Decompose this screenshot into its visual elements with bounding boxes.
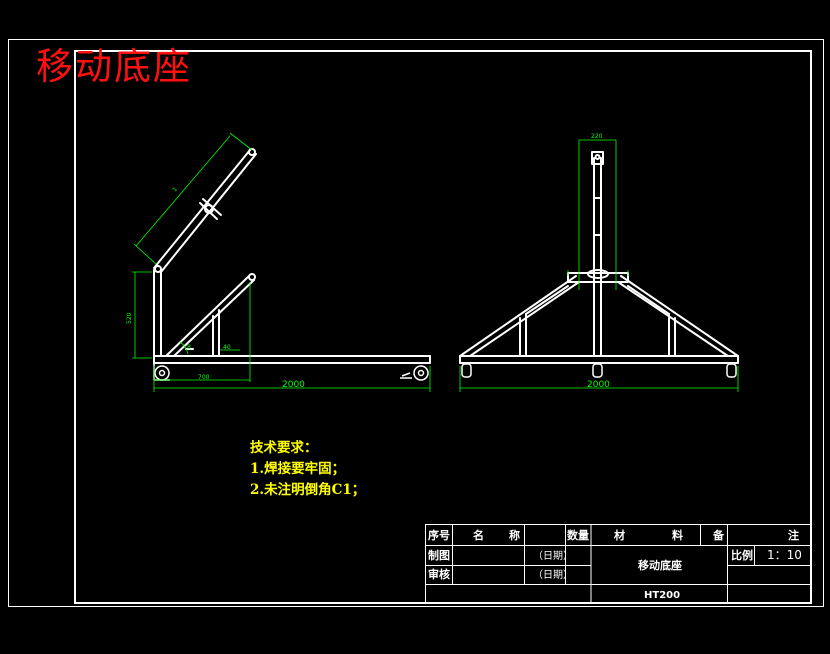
tb-row2-date: （日期） — [533, 569, 573, 581]
side-wheel-right — [400, 365, 429, 381]
tb-header-mat2: 料 — [672, 528, 683, 542]
title-block-text: 序号 名 称 数量 材 料 备 注 制图 （日期） 审核 （日期） 移动底座 H… — [428, 528, 802, 601]
side-dim-8: 8 — [187, 344, 191, 351]
side-dim-arm: 1 — [171, 186, 179, 194]
tb-header-note1: 备 — [712, 528, 725, 542]
side-dim-height: 520 — [126, 312, 133, 324]
tb-scale-label: 比例 — [731, 548, 753, 562]
note-item-1: 1.焊接要牢固； — [250, 461, 346, 477]
side-dim-length: 2000 — [282, 380, 305, 390]
title-block-frame — [425, 524, 811, 603]
tb-header-seq: 序号 — [428, 528, 450, 542]
tb-row2-label: 审核 — [428, 567, 450, 581]
tb-material: HT200 — [644, 590, 680, 601]
notes-heading: 技术要求： — [250, 440, 318, 456]
technical-notes: 技术要求： 1.焊接要牢固； 2.未注明倒角C1； — [250, 438, 365, 501]
front-dim-top: 220 — [591, 133, 603, 140]
tb-header-name1: 名 — [473, 528, 484, 542]
tb-header-mat1: 材 — [614, 528, 625, 542]
side-view — [153, 148, 431, 364]
front-dim-width: 2000 — [587, 380, 610, 390]
outer-border — [8, 39, 824, 607]
note-item-2: 2.未注明倒角C1； — [250, 482, 366, 498]
side-dim-40: 40 — [223, 344, 231, 351]
inner-border — [74, 50, 812, 604]
front-wheels — [461, 363, 737, 378]
tb-scale-value: 1：10 — [767, 548, 802, 562]
tb-header-note2: 注 — [788, 528, 799, 542]
side-dim-700: 700 — [198, 374, 210, 381]
tb-row1-label: 制图 — [428, 548, 450, 562]
tb-part-name: 移动底座 — [638, 558, 682, 572]
front-dimensions — [459, 139, 739, 392]
tb-header-name2: 称 — [509, 528, 520, 542]
side-dimensions — [132, 132, 431, 392]
tb-row1-date: （日期） — [533, 550, 573, 562]
side-wheel-left — [153, 364, 170, 381]
front-view — [459, 151, 739, 364]
tb-header-qty: 数量 — [567, 528, 589, 542]
drawing-title: 移动底座 — [36, 45, 192, 88]
